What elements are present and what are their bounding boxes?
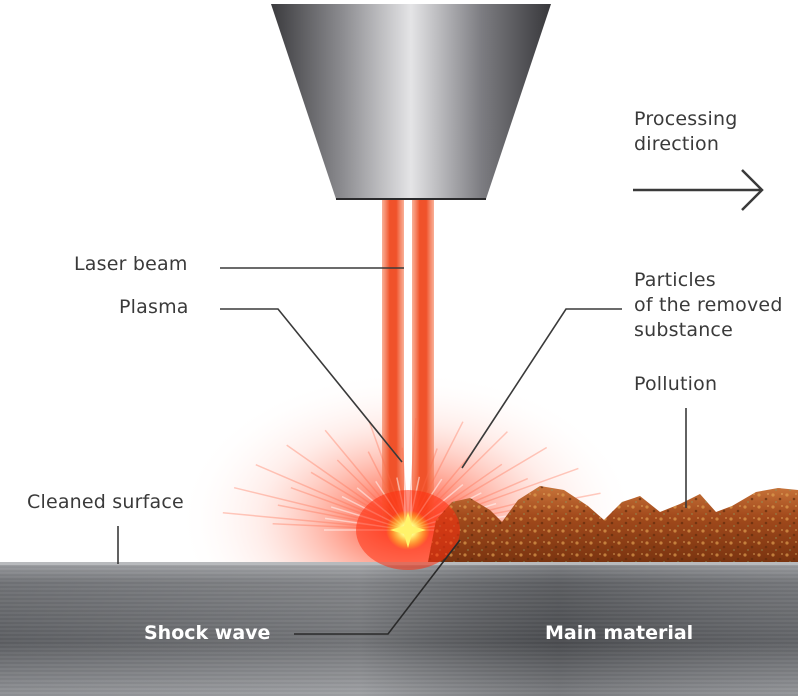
- laser-beam-label: Laser beam: [74, 253, 188, 275]
- plasma-label: Plasma: [119, 296, 189, 318]
- plasma-leader: [220, 308, 403, 463]
- particles-label: Particles of the removed substance: [634, 269, 783, 341]
- main-material-label: Main material: [545, 622, 694, 644]
- laser-beam: [382, 200, 434, 530]
- processing-direction-arrow: [633, 169, 764, 211]
- shock-wave-label: Shock wave: [144, 622, 271, 644]
- main-material: [0, 562, 798, 696]
- impact-flash: [356, 490, 460, 570]
- particles-leader: [461, 308, 622, 469]
- laser-nozzle: [271, 4, 551, 199]
- shock-wave-leader: [294, 539, 461, 635]
- cleaned-surface-label: Cleaned surface: [27, 491, 184, 513]
- processing-direction-label: Processing direction: [634, 108, 738, 155]
- pollution-label: Pollution: [634, 373, 718, 395]
